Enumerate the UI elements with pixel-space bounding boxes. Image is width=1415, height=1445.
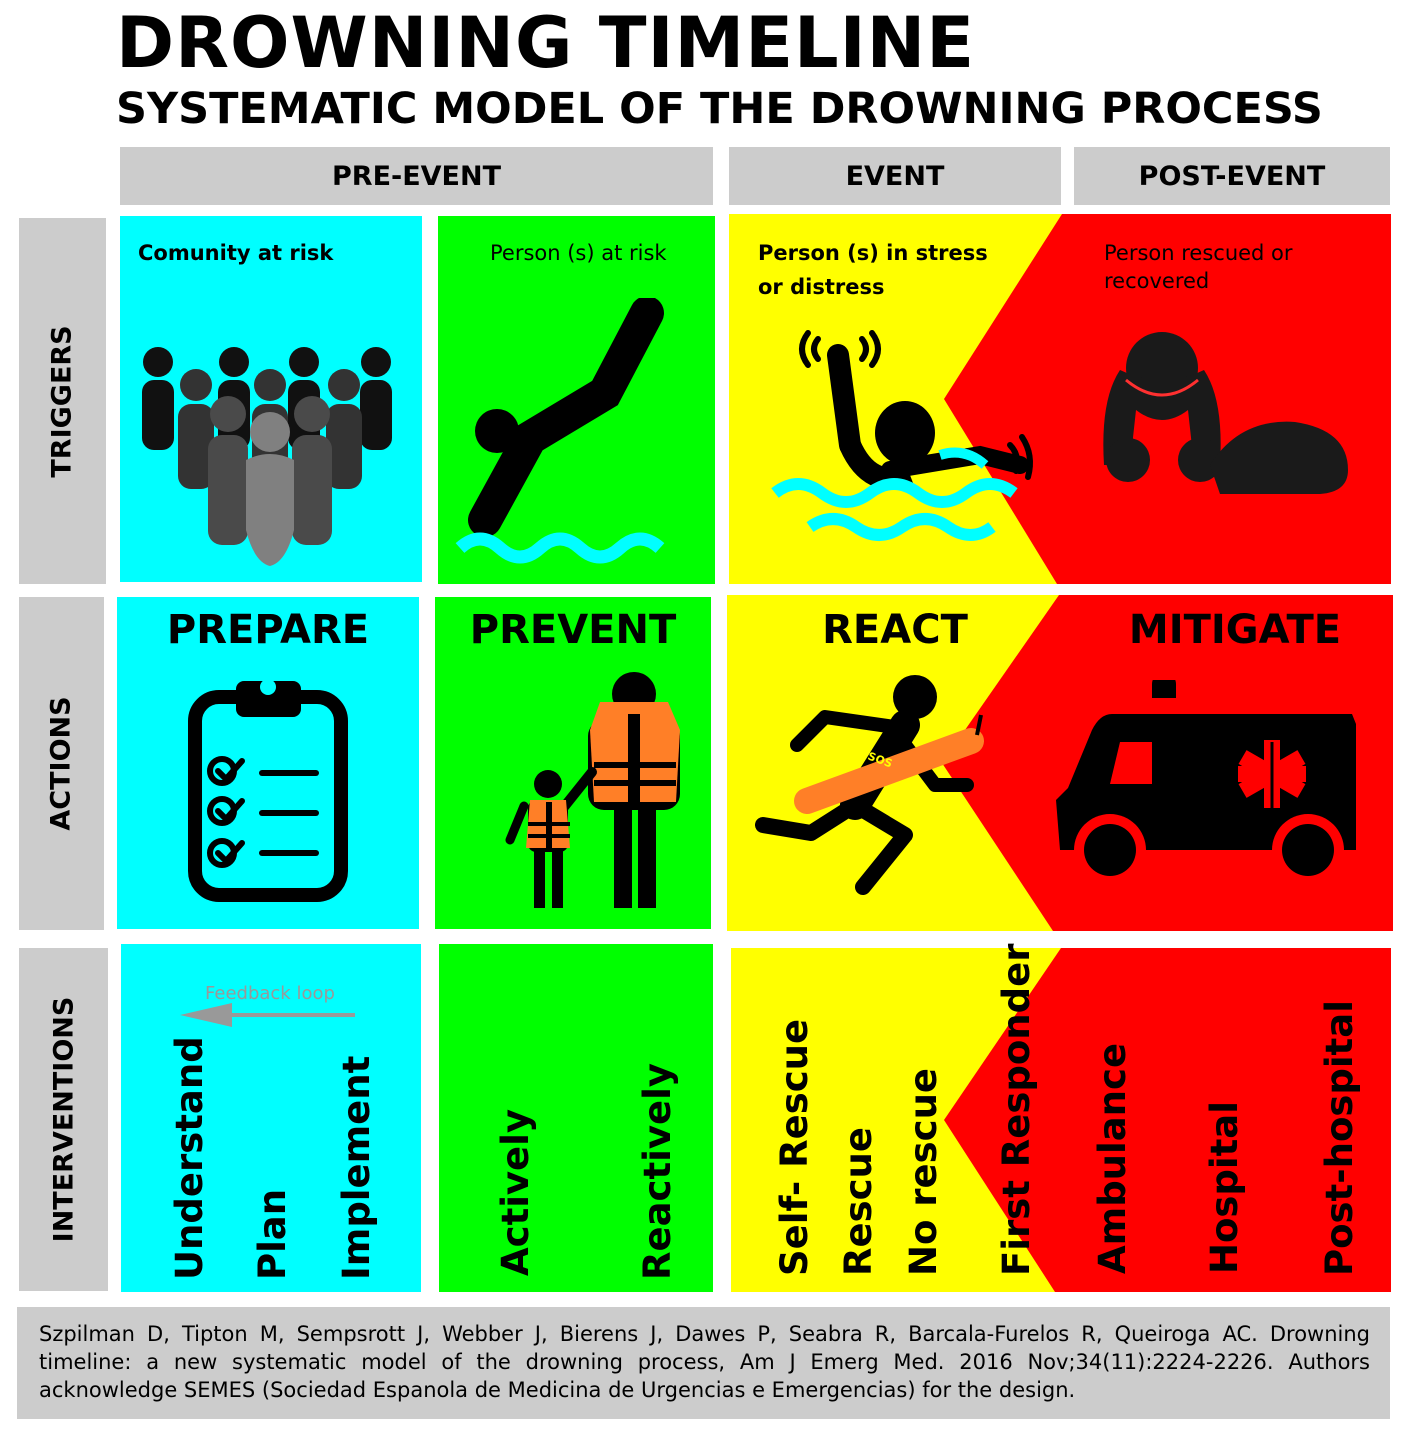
trigger-label-persons: Person (s) at risk xyxy=(490,241,667,265)
page-subtitle: SYSTEMATIC MODEL OF THE DROWNING PROCESS xyxy=(116,84,1323,134)
diving-person-icon xyxy=(455,298,665,564)
page-title: DROWNING TIMELINE xyxy=(116,2,976,84)
cell-interventions-prevent xyxy=(439,944,713,1292)
rescuer-running-icon: SOS xyxy=(755,675,984,895)
row-label-triggers: TRIGGERS xyxy=(19,218,106,584)
trigger-label-rescued-1: Person rescued or xyxy=(1104,241,1293,265)
action-react: REACT xyxy=(822,607,968,653)
feedback-arrow-icon xyxy=(180,1003,355,1027)
life-jacket-family-icon xyxy=(505,672,680,908)
cell-interventions-prepare xyxy=(121,944,421,1292)
crowd-icon xyxy=(142,347,392,566)
trigger-label-rescued-2: recovered xyxy=(1104,269,1210,293)
drowning-person-icon xyxy=(771,330,1033,541)
row-label-interventions: INTERVENTIONS xyxy=(19,948,108,1291)
trigger-label-stress-2: or distress xyxy=(758,275,885,299)
phase-header-post-event: POST-EVENT xyxy=(1074,147,1390,205)
rescued-person-icon xyxy=(1103,332,1348,494)
action-mitigate: MITIGATE xyxy=(1128,607,1342,653)
phase-header-event: EVENT xyxy=(729,147,1061,205)
clipboard-checklist-icon xyxy=(188,679,348,902)
row-label-actions: ACTIONS xyxy=(19,597,104,930)
trigger-label-community: Comunity at risk xyxy=(138,241,334,265)
phase-header-pre-event: PRE-EVENT xyxy=(120,147,713,205)
action-prevent: PREVENT xyxy=(469,607,677,653)
feedback-loop-label: Feedback loop xyxy=(205,983,335,1004)
ambulance-icon xyxy=(1056,680,1356,886)
cell-interventions-event xyxy=(731,948,1391,1292)
action-prepare: PREPARE xyxy=(166,607,370,653)
cell-prepare xyxy=(117,597,419,929)
citation: Szpilman D, Tipton M, Sempsrott J, Webbe… xyxy=(17,1307,1390,1419)
trigger-label-stress-1: Person (s) in stress xyxy=(758,241,988,265)
